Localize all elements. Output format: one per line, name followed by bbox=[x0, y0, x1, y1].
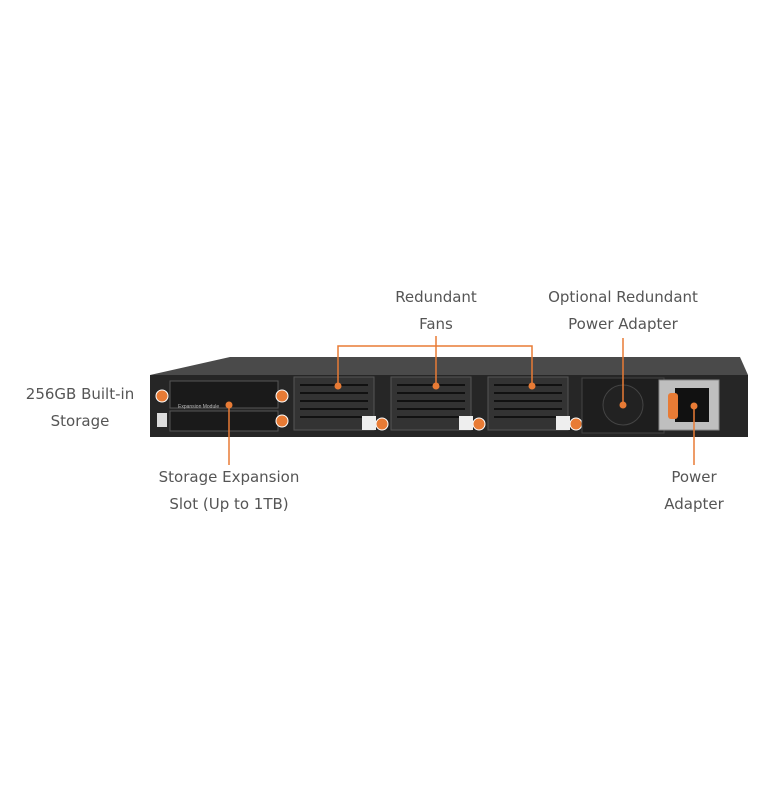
fan-modules bbox=[293, 376, 570, 431]
screw bbox=[569, 417, 583, 431]
label-sticker bbox=[157, 413, 167, 427]
callout-dot bbox=[225, 401, 233, 409]
callout-text: Power bbox=[671, 468, 717, 486]
callout-text: 256GB Built-in bbox=[25, 385, 135, 403]
callout-dot bbox=[619, 401, 627, 409]
psu-handle bbox=[668, 393, 678, 419]
callout-dot bbox=[528, 382, 536, 390]
m2-storage-slot bbox=[169, 410, 279, 432]
callout-text: Storage Expansion bbox=[158, 468, 300, 486]
callout-dot bbox=[432, 382, 440, 390]
callout-redundant-fans: Redundant Fans bbox=[376, 284, 496, 338]
callout-lines bbox=[228, 336, 695, 465]
callout-text: Storage bbox=[50, 412, 110, 430]
screw bbox=[375, 417, 389, 431]
callout-text: Power Adapter bbox=[568, 315, 678, 333]
screw bbox=[275, 389, 289, 403]
callout-text: Redundant bbox=[395, 288, 477, 306]
expansion-module-lettering: Expansion Module bbox=[178, 404, 219, 410]
callout-storage-expansion: Storage Expansion Slot (Up to 1TB) bbox=[139, 464, 319, 518]
callout-text: Adapter bbox=[664, 495, 724, 513]
callout-built-in-storage: 256GB Built-in Storage bbox=[10, 381, 150, 435]
chassis-top bbox=[150, 357, 748, 375]
callout-optional-power: Optional Redundant Power Adapter bbox=[533, 284, 713, 338]
callout-dot bbox=[690, 402, 698, 410]
expansion-module-slot bbox=[169, 380, 279, 409]
callout-dot bbox=[334, 382, 342, 390]
callout-text: Optional Redundant bbox=[548, 288, 698, 306]
callout-power-adapter: Power Adapter bbox=[634, 464, 754, 518]
callout-text: Fans bbox=[419, 315, 453, 333]
screw bbox=[155, 389, 169, 403]
screw bbox=[472, 417, 486, 431]
callout-text: Slot (Up to 1TB) bbox=[169, 495, 289, 513]
screw bbox=[275, 414, 289, 428]
